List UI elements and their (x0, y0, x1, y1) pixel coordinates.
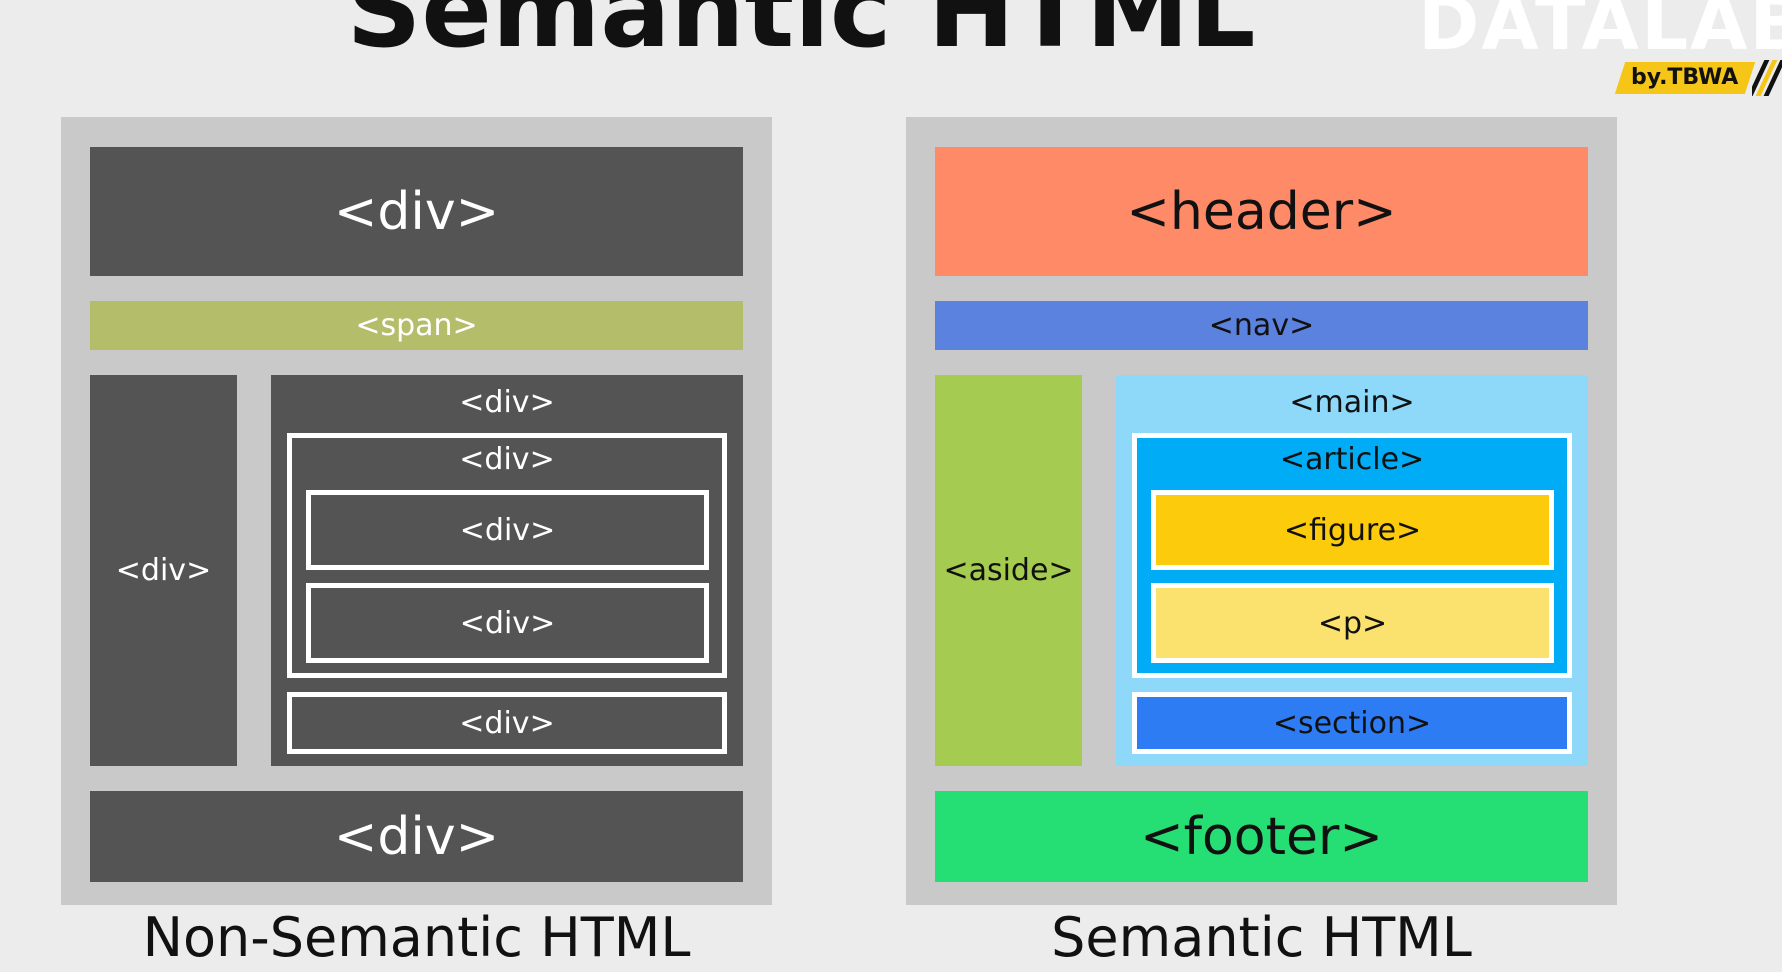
page-title: Semantic HTML (346, 0, 1256, 71)
ns-inner-div-1-label: <div> (459, 512, 556, 548)
footer-label: <footer> (1140, 806, 1383, 867)
main-label: <main> (1289, 385, 1415, 420)
aside-block: <aside> (935, 375, 1082, 766)
ns-main-div-label: <div> (459, 385, 555, 420)
ns-main-div: <div> (271, 375, 743, 766)
ns-inner-div-1: <div> (306, 490, 709, 570)
ns-footer-div: <div> (90, 791, 743, 882)
figure-label: <figure> (1283, 512, 1422, 548)
ns-inner-div-2: <div> (306, 583, 709, 663)
footer-block: <footer> (935, 791, 1588, 882)
article-label: <article> (1279, 442, 1425, 477)
ns-inner-div-2-label: <div> (459, 605, 556, 641)
aside-label: <aside> (943, 553, 1074, 588)
ns-inner-outer-div: <div> (287, 433, 727, 678)
ns-left-div-label: <div> (115, 553, 212, 588)
ns-bottom-inner-div-label: <div> (459, 705, 555, 741)
semantic-caption: Semantic HTML (1051, 906, 1472, 969)
header-label: <header> (1126, 181, 1397, 242)
logo-stripes-icon (1752, 60, 1782, 96)
section-label: <section> (1272, 705, 1432, 741)
header-block: <header> (935, 147, 1588, 276)
ns-footer-div-label: <div> (333, 806, 500, 867)
ns-span-label: <span> (355, 308, 478, 343)
tbwa-badge: by.TBWA (1614, 62, 1756, 94)
ns-left-div: <div> (90, 375, 237, 766)
non-semantic-caption: Non-Semantic HTML (142, 906, 691, 969)
nav-label: <nav> (1208, 308, 1315, 343)
p-label: <p> (1317, 605, 1388, 641)
ns-bottom-inner-div: <div> (287, 692, 727, 754)
ns-inner-outer-div-label: <div> (459, 442, 555, 477)
section-block: <section> (1132, 692, 1572, 754)
nav-block: <nav> (935, 301, 1588, 350)
ns-top-div-label: <div> (333, 181, 500, 242)
p-block: <p> (1151, 583, 1554, 663)
figure-block: <figure> (1151, 490, 1554, 570)
ns-top-div: <div> (90, 147, 743, 276)
datalab-logo: DATALAB (1418, 0, 1782, 60)
ns-span: <span> (90, 301, 743, 350)
